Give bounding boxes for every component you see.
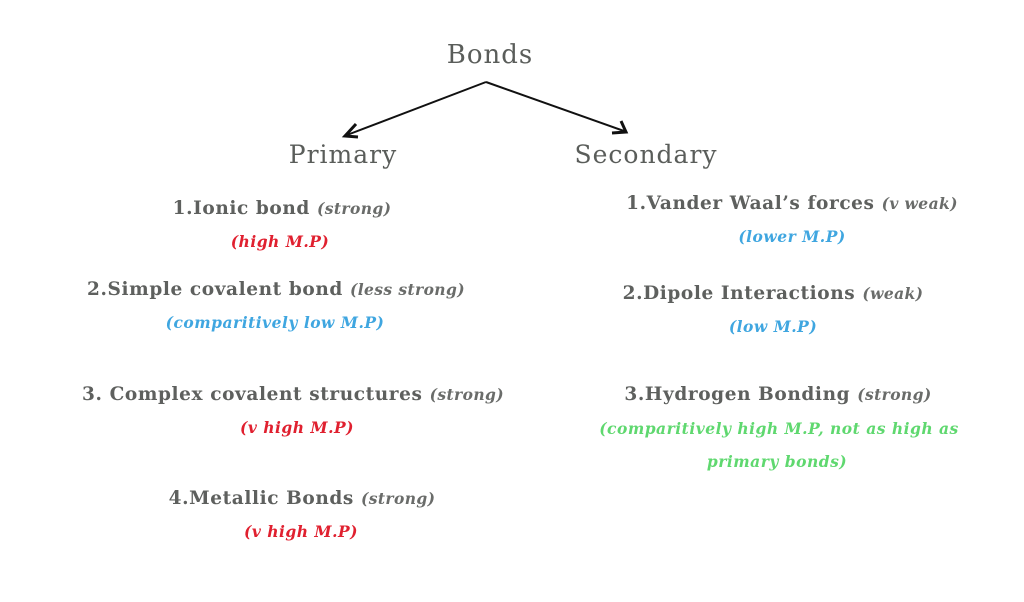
secondary-note-hydrogen-line2: primary bonds) — [706, 452, 848, 471]
item-qualifier: (less strong) — [349, 280, 465, 299]
item-label: 1.Ionic bond — [172, 198, 310, 219]
arrowhead-secondary — [611, 120, 629, 135]
secondary-note-hydrogen-line1: (comparitively high M.P, not as high as — [599, 419, 959, 438]
primary-note-metallic: (v high M.P) — [244, 522, 358, 541]
item-label: 2.Dipole Interactions — [622, 283, 856, 304]
secondary-item-vander-waals: 1.Vander Waal’s forces (v weak) — [626, 193, 958, 214]
diagram-title: Bonds — [446, 40, 534, 70]
primary-heading: Primary — [288, 140, 398, 169]
primary-note-simple-covalent: (comparitively low M.P) — [165, 313, 385, 332]
item-label: 3.Hydrogen Bonding — [624, 384, 851, 405]
primary-item-simple-covalent: 2.Simple covalent bond (less strong) — [87, 279, 465, 300]
item-qualifier: (strong) — [360, 489, 436, 508]
secondary-note-dipole: (low M.P) — [728, 317, 818, 336]
primary-item-complex-covalent: 3. Complex covalent structures (strong) — [82, 384, 504, 405]
primary-note-ionic: (high M.P) — [230, 232, 330, 251]
item-qualifier: (v weak) — [881, 194, 958, 213]
arrow-to-primary — [346, 81, 487, 136]
item-label: 1.Vander Waal’s forces — [626, 193, 875, 214]
arrow-to-secondary — [485, 81, 625, 132]
secondary-item-hydrogen: 3.Hydrogen Bonding (strong) — [624, 384, 931, 405]
item-qualifier: (strong) — [857, 385, 932, 404]
item-label: 4.Metallic Bonds — [168, 488, 354, 509]
item-qualifier: (weak) — [862, 284, 924, 303]
secondary-note-vander-waals: (lower M.P) — [738, 227, 846, 246]
secondary-item-dipole: 2.Dipole Interactions (weak) — [623, 283, 924, 304]
item-label: 2.Simple covalent bond — [87, 279, 343, 300]
item-qualifier: (strong) — [429, 385, 504, 404]
arrowhead-primary — [341, 122, 359, 139]
primary-item-ionic: 1.Ionic bond (strong) — [173, 198, 392, 219]
primary-item-metallic: 4.Metallic Bonds (strong) — [169, 488, 436, 509]
primary-note-complex-covalent: (v high M.P) — [240, 418, 354, 437]
item-label: 3. Complex covalent structures — [82, 384, 423, 405]
secondary-heading: Secondary — [574, 140, 718, 169]
item-qualifier: (strong) — [317, 199, 392, 218]
